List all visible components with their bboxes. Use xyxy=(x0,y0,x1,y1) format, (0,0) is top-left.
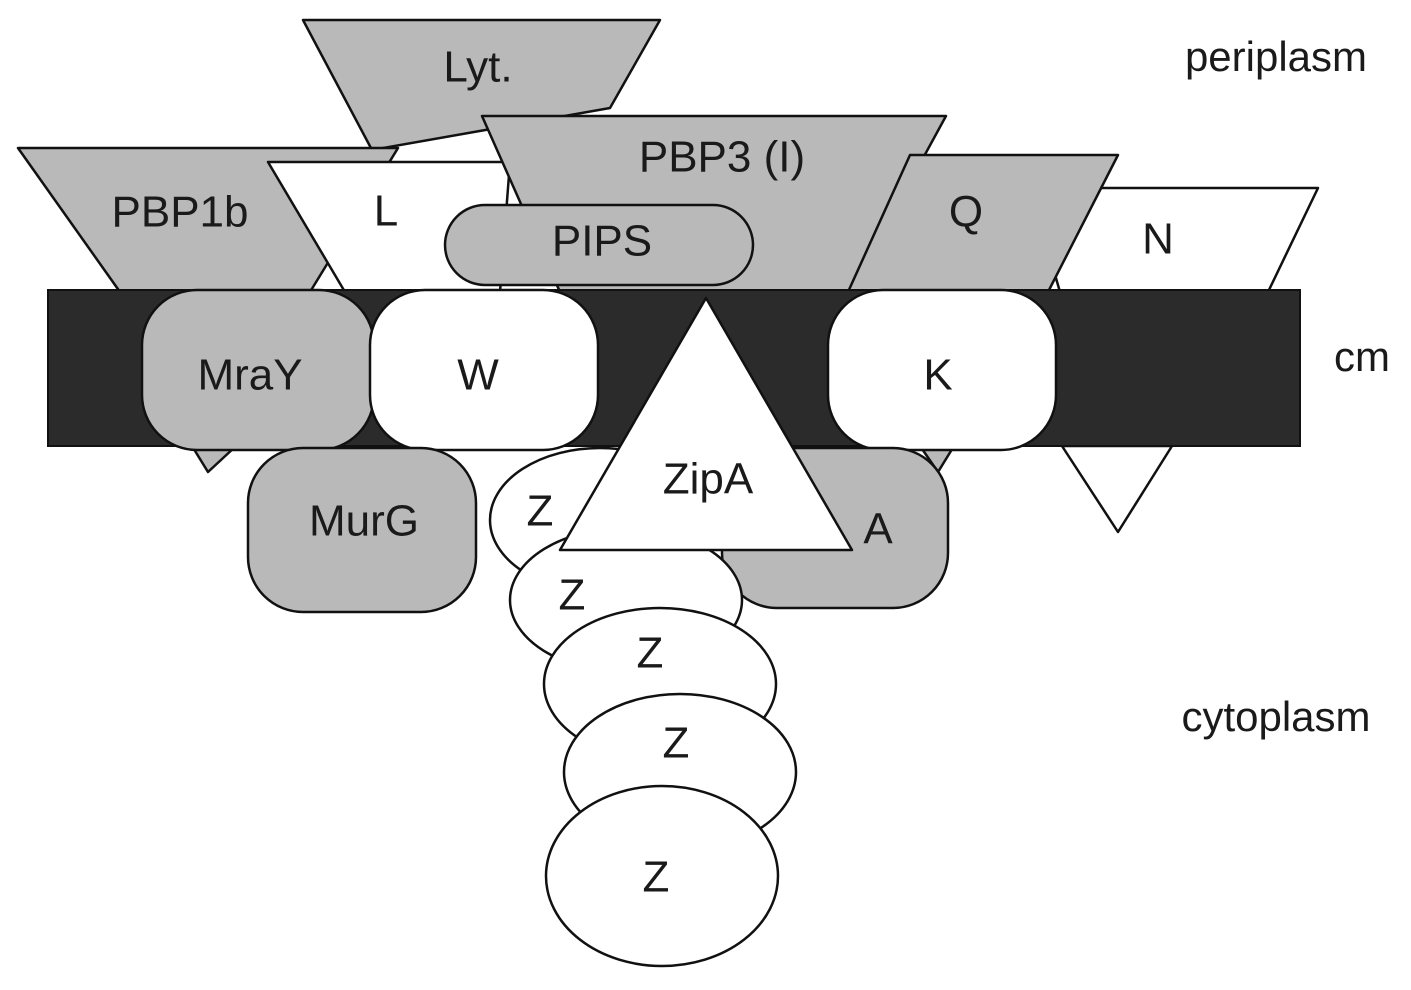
periplasm-label: periplasm xyxy=(1185,33,1367,80)
n-label: N xyxy=(1142,215,1174,264)
ftsz-5-shape xyxy=(544,784,780,968)
q-label: Q xyxy=(949,188,983,237)
ftsz-5-label: Z xyxy=(643,853,670,902)
l-label: L xyxy=(374,187,398,236)
w-shape xyxy=(368,288,600,452)
lyt-shape xyxy=(301,18,662,152)
ftsz-3-label: Z xyxy=(637,629,664,678)
pips-shape xyxy=(443,203,755,287)
pbp1b-label: PBP1b xyxy=(112,188,249,237)
zipa-shape xyxy=(558,296,854,552)
ftsz-4-label: Z xyxy=(663,719,690,768)
a-label: A xyxy=(863,505,893,554)
ftsz-1-label: Z xyxy=(527,487,554,536)
murg-shape xyxy=(246,446,478,614)
zipa-label: ZipA xyxy=(663,455,754,504)
n-tip xyxy=(1060,444,1174,534)
cytoplasm-label: cytoplasm xyxy=(1181,693,1370,740)
ftsz-2-label: Z xyxy=(559,571,586,620)
lyt-label: Lyt. xyxy=(443,43,512,92)
k-label: K xyxy=(923,351,952,400)
k-shape xyxy=(826,288,1058,452)
membrane-label: cm xyxy=(1334,333,1390,380)
w-label: W xyxy=(457,351,499,400)
pbp3-label: PBP3 (I) xyxy=(639,133,805,182)
murg-label: MurG xyxy=(309,497,419,546)
mray-label: MraY xyxy=(197,351,302,400)
pips-label: PIPS xyxy=(552,217,652,266)
